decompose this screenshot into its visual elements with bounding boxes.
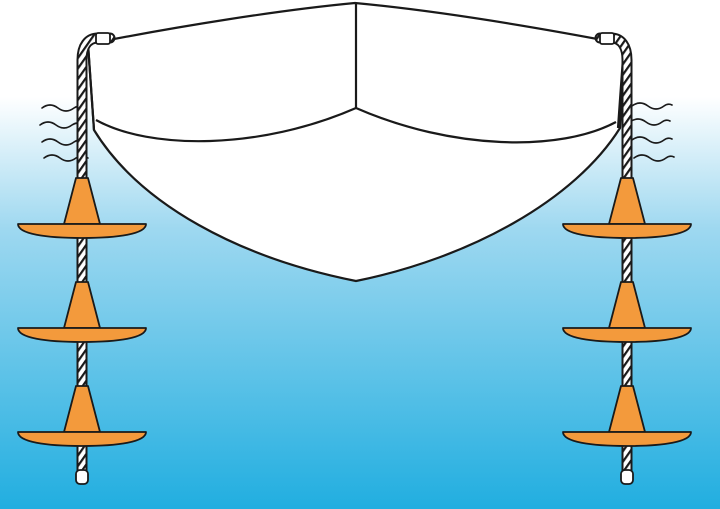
- stabilizer-rope-left: [75, 32, 116, 485]
- stabilizer-cone-left-2: [17, 281, 147, 343]
- stabilizer-cone-right-2: [562, 281, 692, 343]
- rope-end-cap-right: [620, 469, 634, 485]
- hull-body: [86, 1, 626, 283]
- boat-hull: [86, 1, 626, 283]
- stabilizer-cone-right-1: [562, 177, 692, 239]
- stabilizer-rope-right: [594, 32, 634, 485]
- rope-clamp-left: [95, 32, 111, 45]
- hull-waterline-left: [86, 43, 96, 131]
- stabilizer-cone-left-3: [17, 385, 147, 447]
- stabilizer-cone-right-3: [562, 385, 692, 447]
- stabilizer-cones: [17, 177, 692, 447]
- stabilizer-cone-left-1: [17, 177, 147, 239]
- rope-clamp-right: [599, 32, 615, 45]
- rope-end-cap-left: [75, 469, 89, 485]
- ripple-lines-right: [629, 102, 675, 162]
